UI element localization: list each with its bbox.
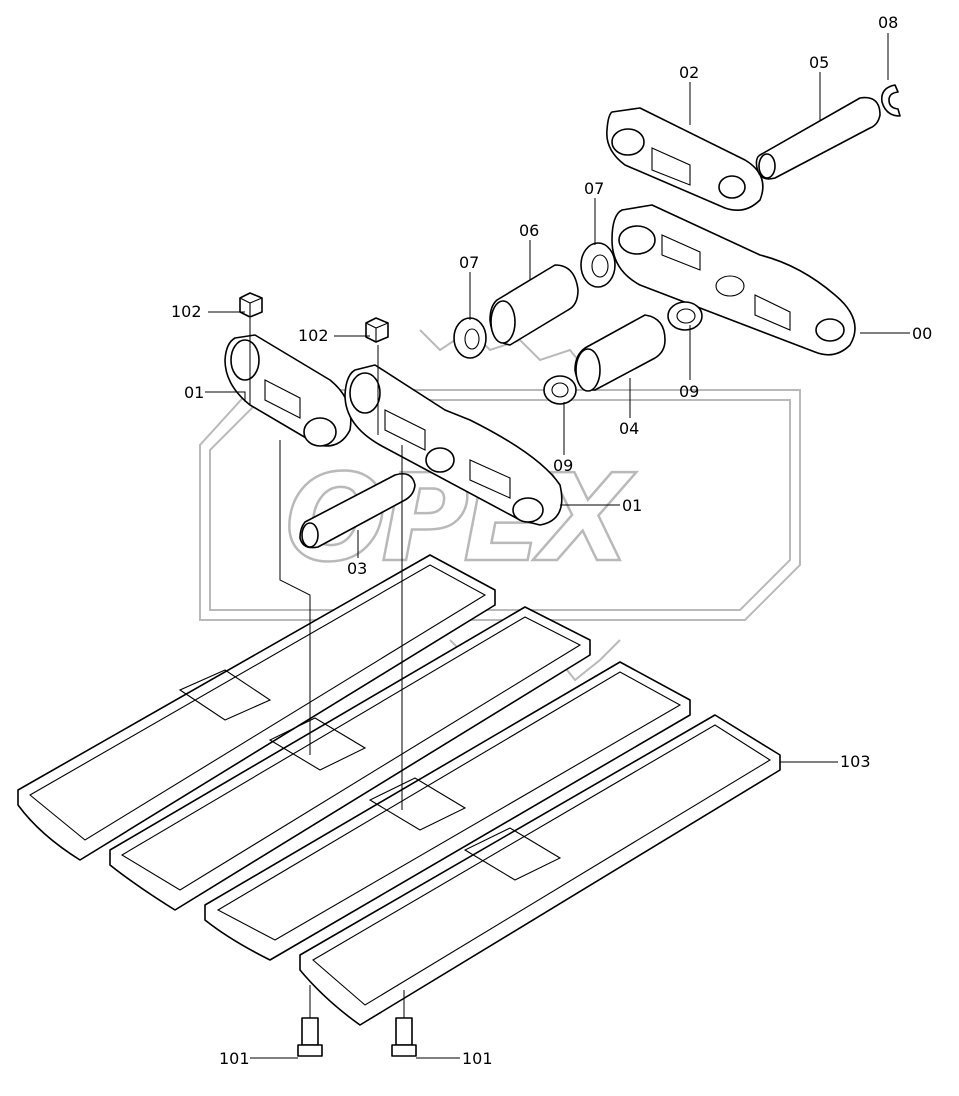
callout-06: 06 xyxy=(519,221,539,240)
seal-07-right xyxy=(580,242,616,288)
callout-08: 08 xyxy=(878,13,898,32)
shoe-plate-1 xyxy=(17,554,496,861)
bushing-06 xyxy=(489,264,579,346)
callout-09-mid: 09 xyxy=(553,456,573,475)
shoe-plate-4 xyxy=(299,714,781,1026)
pin-05 xyxy=(755,96,881,180)
callout-01-right: 01 xyxy=(622,496,642,515)
nut-102-mid xyxy=(365,317,389,343)
callout-102-left: 102 xyxy=(171,302,202,321)
nut-102-left xyxy=(239,292,263,318)
bolt-101-left xyxy=(297,1017,323,1057)
callout-01-left: 01 xyxy=(184,383,204,402)
bolt-101-right xyxy=(391,1017,417,1057)
track-link-01-left xyxy=(224,334,352,447)
shoe-plate-3 xyxy=(204,661,691,961)
leader-lines xyxy=(205,33,910,1059)
callout-04: 04 xyxy=(619,419,639,438)
callout-101-left: 101 xyxy=(219,1049,250,1068)
callout-101-right: 101 xyxy=(462,1049,493,1068)
callout-05: 05 xyxy=(809,53,829,72)
callout-102-mid: 102 xyxy=(298,326,329,345)
callout-07-right: 07 xyxy=(584,179,604,198)
seal-09-right xyxy=(667,301,703,331)
callout-00: 00 xyxy=(912,324,932,343)
callout-03: 03 xyxy=(347,559,367,578)
snap-ring-08 xyxy=(880,84,901,117)
callout-07-left: 07 xyxy=(459,253,479,272)
seal-07-left xyxy=(453,317,487,359)
track-link-01-mid xyxy=(344,364,563,526)
callout-103: 103 xyxy=(840,752,871,771)
track-link-00 xyxy=(611,204,856,356)
seal-09-mid xyxy=(543,375,577,405)
pin-03 xyxy=(299,472,416,549)
bushing-04 xyxy=(574,314,666,392)
shoe-plate-2 xyxy=(109,606,591,911)
track-link-02 xyxy=(606,107,764,211)
callout-09-right: 09 xyxy=(679,382,699,401)
callout-02: 02 xyxy=(679,63,699,82)
